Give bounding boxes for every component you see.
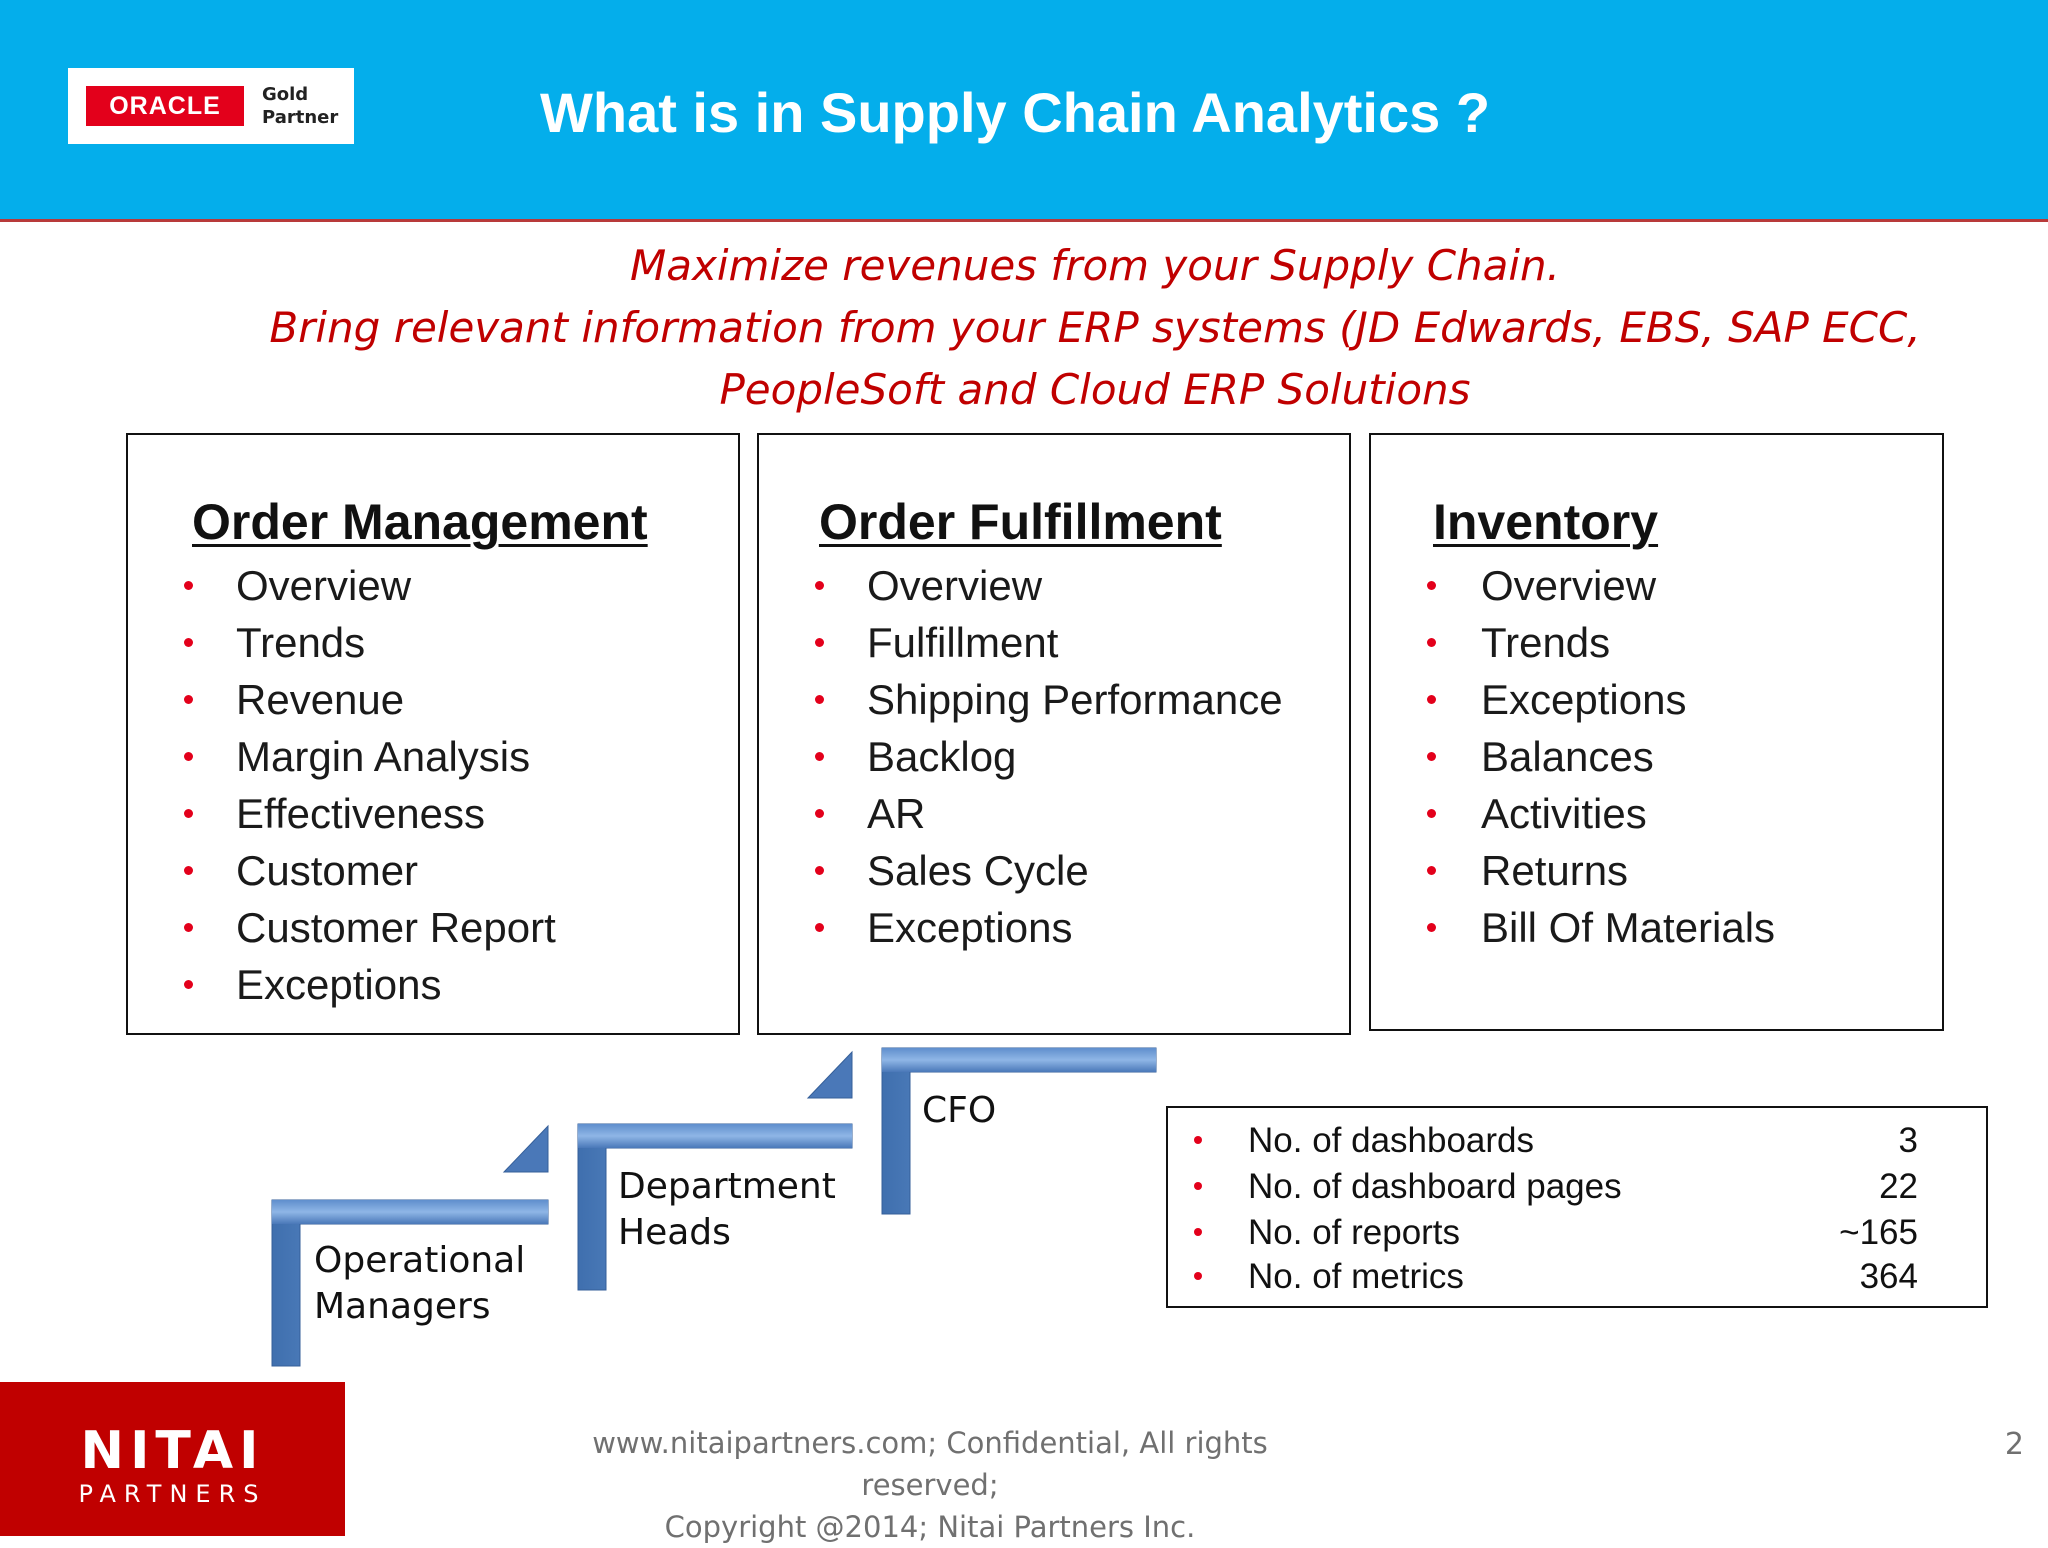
order-fulfillment-list: Overview Fulfillment Shipping Performanc… [815,557,1283,956]
stat-dashboards: No. of dashboards 3 [1168,1118,1986,1164]
bullet-icon [1194,1182,1202,1190]
inventory-box: Inventory Overview Trends Exceptions Bal… [1369,433,1944,1031]
bullet-icon [184,752,193,761]
order-management-list: Overview Trends Revenue Margin Analysis … [182,557,556,1013]
bullet-icon [1427,866,1436,875]
list-item: Sales Cycle [815,842,1283,899]
bullet-icon [815,695,824,704]
bullet-icon [815,638,824,647]
list-item: Exceptions [815,899,1283,956]
list-item: Exceptions [1427,671,1775,728]
arrow-tip-icon [806,1050,853,1099]
stat-metrics: No. of metrics 364 [1168,1254,1986,1300]
logo-brand: NITAI [80,1421,265,1481]
stats-box: No. of dashboards 3 No. of dashboard pag… [1166,1106,1988,1308]
list-item: Customer [182,842,556,899]
bullet-icon [1427,695,1436,704]
list-item: Balances [1427,728,1775,785]
inventory-title: Inventory [1433,494,1659,550]
list-item: Bill Of Materials [1427,899,1775,956]
inventory-list: Overview Trends Exceptions Balances Acti… [1427,557,1775,956]
bullet-icon [1427,638,1436,647]
step-cfo-arrow [881,1047,1157,1215]
footer-copyright: www.nitaipartners.com; Confidential, All… [520,1422,1340,1548]
oracle-gold-partner-logo: ORACLE Gold Partner [68,68,354,144]
list-item: Overview [1427,557,1775,614]
footer-line-2: Copyright @2014; Nitai Partners Inc. [664,1510,1196,1544]
partner-tier-line1: Gold [262,84,309,105]
tagline-line-2: Bring relevant information from your ERP… [269,303,1921,352]
list-item: Backlog [815,728,1283,785]
stat-dashboard-pages: No. of dashboard pages 22 [1168,1164,1986,1210]
list-item: Overview [182,557,556,614]
bullet-icon [184,866,193,875]
order-management-box: Order Management Overview Trends Revenue… [126,433,740,1035]
bullet-icon [1427,752,1436,761]
order-fulfillment-title: Order Fulfillment [819,494,1222,550]
department-heads-label: Department Heads [618,1166,836,1253]
page-number: 2 [2004,1427,2024,1462]
list-item: Returns [1427,842,1775,899]
bullet-icon [1427,809,1436,818]
bullet-icon [815,581,824,590]
list-item: Fulfillment [815,614,1283,671]
bullet-icon [815,752,824,761]
order-management-title: Order Management [192,494,648,550]
bullet-icon [815,809,824,818]
cfo-label: CFO [922,1090,997,1131]
slide-header: ORACLE Gold Partner What is in Supply Ch… [0,0,2048,222]
logo-sub: PARTNERS [78,1480,267,1508]
bullet-icon [184,809,193,818]
step-operational-arrow [271,1124,549,1367]
stat-reports: No. of reports ~165 [1168,1210,1986,1256]
list-item: Overview [815,557,1283,614]
bullet-icon [815,923,824,932]
list-item: Shipping Performance [815,671,1283,728]
list-item: Exceptions [182,956,556,1013]
partner-tier-line2: Partner [262,107,339,128]
slide-title: What is in Supply Chain Analytics ? [540,81,1491,144]
tagline-line-1: Maximize revenues from your Supply Chain… [629,241,1561,290]
operational-managers-label: Operational Managers [314,1240,526,1327]
list-item: Effectiveness [182,785,556,842]
bullet-icon [184,980,193,989]
tagline-line-3: PeopleSoft and Cloud ERP Solutions [719,365,1471,414]
bullet-icon [1194,1272,1202,1280]
step-department-arrow [577,1050,853,1291]
list-item: Activities [1427,785,1775,842]
bullet-icon [184,923,193,932]
bullet-icon [1194,1136,1202,1144]
list-item: Customer Report [182,899,556,956]
list-item: AR [815,785,1283,842]
bullet-icon [815,866,824,875]
order-fulfillment-box: Order Fulfillment Overview Fulfillment S… [757,433,1351,1035]
oracle-logo-mark: ORACLE [86,86,244,126]
list-item: Trends [1427,614,1775,671]
list-item: Margin Analysis [182,728,556,785]
partner-tier: Gold Partner [262,83,338,129]
list-item: Revenue [182,671,556,728]
bullet-icon [184,695,193,704]
list-item: Trends [182,614,556,671]
bullet-icon [184,638,193,647]
bullet-icon [1427,923,1436,932]
tagline: Maximize revenues from your Supply Chain… [260,235,1930,421]
arrow-tip-icon [502,1124,549,1173]
bullet-icon [184,581,193,590]
nitai-partners-logo: NITAI PARTNERS [0,1382,345,1536]
footer-line-1: www.nitaipartners.com; Confidential, All… [592,1426,1268,1502]
bullet-icon [1194,1228,1202,1236]
bullet-icon [1427,581,1436,590]
